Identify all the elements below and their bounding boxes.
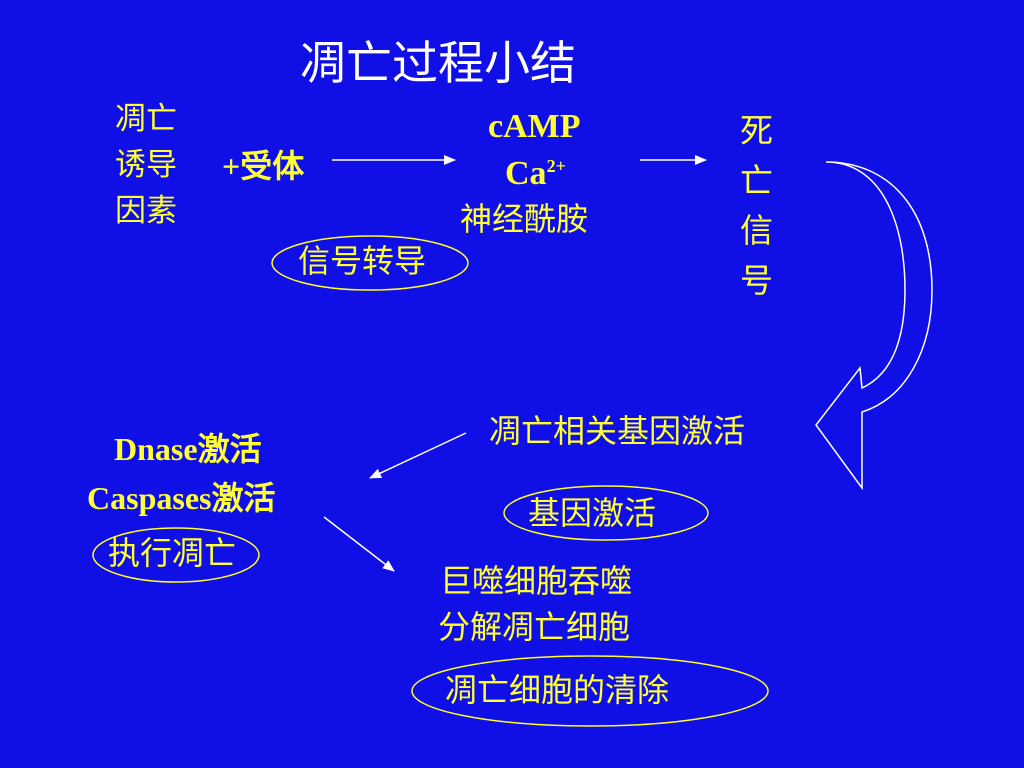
slide-title: 凋亡过程小结 bbox=[300, 36, 576, 90]
death-signal-char-3: 信 bbox=[740, 211, 773, 250]
death-signal-char-4: 号 bbox=[740, 261, 773, 300]
ceramide-label: 神经酰胺 bbox=[460, 200, 589, 238]
calcium-charge: 2+ bbox=[546, 156, 566, 176]
clearance-line-1: 巨噬细胞吞噬 bbox=[440, 562, 633, 600]
inducer-line-2: 诱导 bbox=[115, 147, 177, 183]
calcium-base: Ca bbox=[505, 155, 547, 192]
gene-activation-ellipse bbox=[503, 485, 709, 541]
dnase-label: Dnase激活 bbox=[114, 431, 262, 467]
calcium-label: Ca2+ bbox=[505, 157, 566, 191]
clearance-ellipse bbox=[411, 655, 769, 727]
signal-transduction-ellipse bbox=[271, 235, 469, 291]
gene-activation-label: 基因激活 bbox=[528, 494, 657, 532]
inducer-block: 凋亡 诱导 因素 bbox=[115, 96, 177, 234]
receptor-label: +受体 bbox=[222, 148, 305, 184]
camp-label: cAMP bbox=[488, 108, 581, 145]
arrow-executors-to-clearance bbox=[323, 516, 395, 572]
signal-transduction-label: 信号转导 bbox=[298, 242, 427, 280]
curved-outline-arrow bbox=[815, 161, 933, 491]
death-signal-char-1: 死 bbox=[740, 111, 773, 150]
death-signal-block: 死 亡 信 号 bbox=[740, 106, 773, 306]
inducer-line-1: 凋亡 bbox=[115, 101, 177, 137]
gene-activation-text: 凋亡相关基因激活 bbox=[489, 412, 746, 450]
execute-apoptosis-ellipse bbox=[92, 527, 260, 583]
arrow-gene-to-executors bbox=[369, 432, 467, 479]
clearance-line-2: 分解凋亡细胞 bbox=[438, 608, 631, 646]
caspases-label: Caspases激活 bbox=[87, 480, 276, 516]
execute-apoptosis-label: 执行凋亡 bbox=[108, 534, 237, 572]
clearance-label: 凋亡细胞的清除 bbox=[445, 671, 670, 709]
inducer-line-3: 因素 bbox=[115, 193, 177, 229]
death-signal-char-2: 亡 bbox=[740, 161, 773, 200]
